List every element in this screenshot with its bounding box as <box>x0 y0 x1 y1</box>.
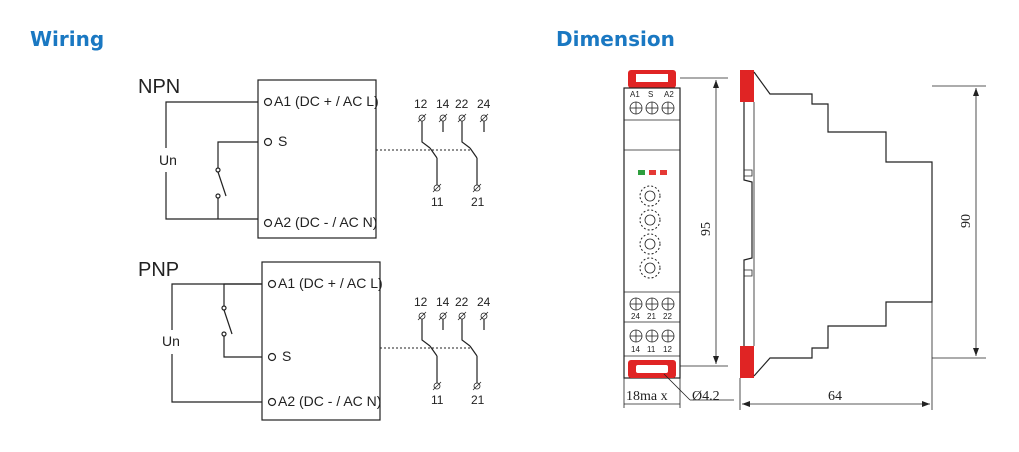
npn-wiring: NPN A1 (DC + / AC L) S A2 (DC - / AC N) … <box>138 76 491 239</box>
front-top-screws <box>629 101 675 115</box>
pnp-contact-22: 22 <box>455 295 469 309</box>
pnp-terminal-s <box>267 352 277 362</box>
pnp-switch-blade <box>223 309 233 335</box>
npn-switch-dot-bottom <box>215 193 221 199</box>
pnp-contact-11: 11 <box>431 393 444 407</box>
npn-supply-label: Un <box>159 152 177 168</box>
npn-terminal-a2 <box>263 218 273 228</box>
front-top-clip-slot <box>636 74 668 82</box>
npn-relay-box <box>257 79 377 239</box>
npn-switch-wire-top <box>217 141 258 168</box>
front-mid-terminal-22: 22 <box>663 312 672 321</box>
hole-leader-line <box>663 373 691 401</box>
npn-contact-11-wire <box>429 147 438 185</box>
front-bottom-clip-slot <box>636 365 668 373</box>
pnp-relay-box <box>261 261 381 421</box>
side-view: 90 64 <box>739 70 986 410</box>
pnp-label-s: S <box>282 348 291 364</box>
npn-label-s: S <box>278 133 287 149</box>
pnp-contact-14: 14 <box>436 295 450 309</box>
front-knobs <box>639 185 661 279</box>
front-led-3 <box>660 170 667 175</box>
npn-label-a2: A2 (DC - / AC N) <box>274 214 377 230</box>
front-led-1 <box>638 170 645 175</box>
pnp-label-a1: A1 (DC + / AC L) <box>278 275 383 291</box>
pnp-switch-wire-bottom <box>223 336 262 358</box>
npn-supply-wire-top <box>165 101 258 148</box>
npn-contact-24: 24 <box>477 97 491 111</box>
npn-contact-12: 12 <box>414 97 428 111</box>
pnp-terminal-a1 <box>267 279 277 289</box>
pnp-contact-21: 21 <box>471 393 485 407</box>
npn-supply-wire-bottom <box>165 172 258 220</box>
side-body-outline <box>753 71 933 377</box>
side-rail-notches <box>743 169 753 277</box>
front-bottom-terminal-11: 11 <box>647 345 656 354</box>
side-bottom-clip <box>740 346 754 378</box>
front-bottom-screws <box>629 329 675 343</box>
pnp-label-a2: A2 (DC - / AC N) <box>278 393 381 409</box>
npn-contact-21-wire <box>469 147 478 185</box>
front-led-2 <box>649 170 656 175</box>
pnp-contact-11-wire <box>429 345 438 383</box>
pnp-supply-wire-bottom <box>171 354 262 403</box>
npn-switch-dot-top <box>215 167 221 173</box>
front-height-label: 95 <box>699 222 714 236</box>
front-bottom-terminal-14: 14 <box>631 345 640 354</box>
npn-terminal-a1 <box>263 97 273 107</box>
front-top-terminal-a1: A1 <box>630 90 640 99</box>
npn-terminal-s <box>263 137 273 147</box>
pnp-wiring: PNP A1 (DC + / AC L) S A2 (DC - / AC N) … <box>138 259 491 421</box>
pnp-contact-24: 24 <box>477 295 491 309</box>
npn-contact-11: 11 <box>431 195 444 209</box>
pnp-supply-label: Un <box>162 333 180 349</box>
pnp-contact-21-wire <box>469 345 478 383</box>
pnp-supply-wire-top <box>171 283 262 330</box>
npn-contact-12-wire <box>421 121 431 149</box>
npn-label-a1: A1 (DC + / AC L) <box>274 93 379 109</box>
pnp-switch-wire-top <box>223 283 262 306</box>
dimension-heading: Dimension <box>556 27 675 51</box>
pnp-switch-dot-top <box>221 305 227 311</box>
npn-switch-blade <box>217 171 227 197</box>
npn-contact-14: 14 <box>436 97 450 111</box>
pnp-contact-12: 12 <box>414 295 428 309</box>
npn-contact-22: 22 <box>455 97 469 111</box>
side-depth-label: 64 <box>828 389 842 404</box>
front-width-label: 18ma x <box>626 389 668 404</box>
front-top-terminal-a2: A2 <box>664 90 674 99</box>
pnp-terminal-a2 <box>267 397 277 407</box>
front-top-terminal-s: S <box>648 90 653 99</box>
pnp-contact-12-wire <box>421 319 431 347</box>
side-height-label: 90 <box>959 214 974 228</box>
npn-contact-22-wire <box>461 121 471 149</box>
pnp-switch-dot-bottom <box>221 331 227 337</box>
pnp-contact-22-wire <box>461 319 471 347</box>
wiring-heading: Wiring <box>30 27 104 51</box>
npn-title: NPN <box>138 76 180 98</box>
hole-label: Ø4.2 <box>692 389 720 404</box>
front-bottom-terminal-12: 12 <box>663 345 672 354</box>
npn-contact-21: 21 <box>471 195 485 209</box>
side-rail-profile <box>743 102 753 346</box>
front-view: A1 S A2 24 21 22 <box>623 70 734 408</box>
front-mid-terminal-24: 24 <box>631 312 640 321</box>
front-mid-screws <box>629 297 675 311</box>
side-top-clip <box>740 70 754 102</box>
front-mid-terminal-21: 21 <box>647 312 656 321</box>
pnp-title: PNP <box>138 259 179 281</box>
